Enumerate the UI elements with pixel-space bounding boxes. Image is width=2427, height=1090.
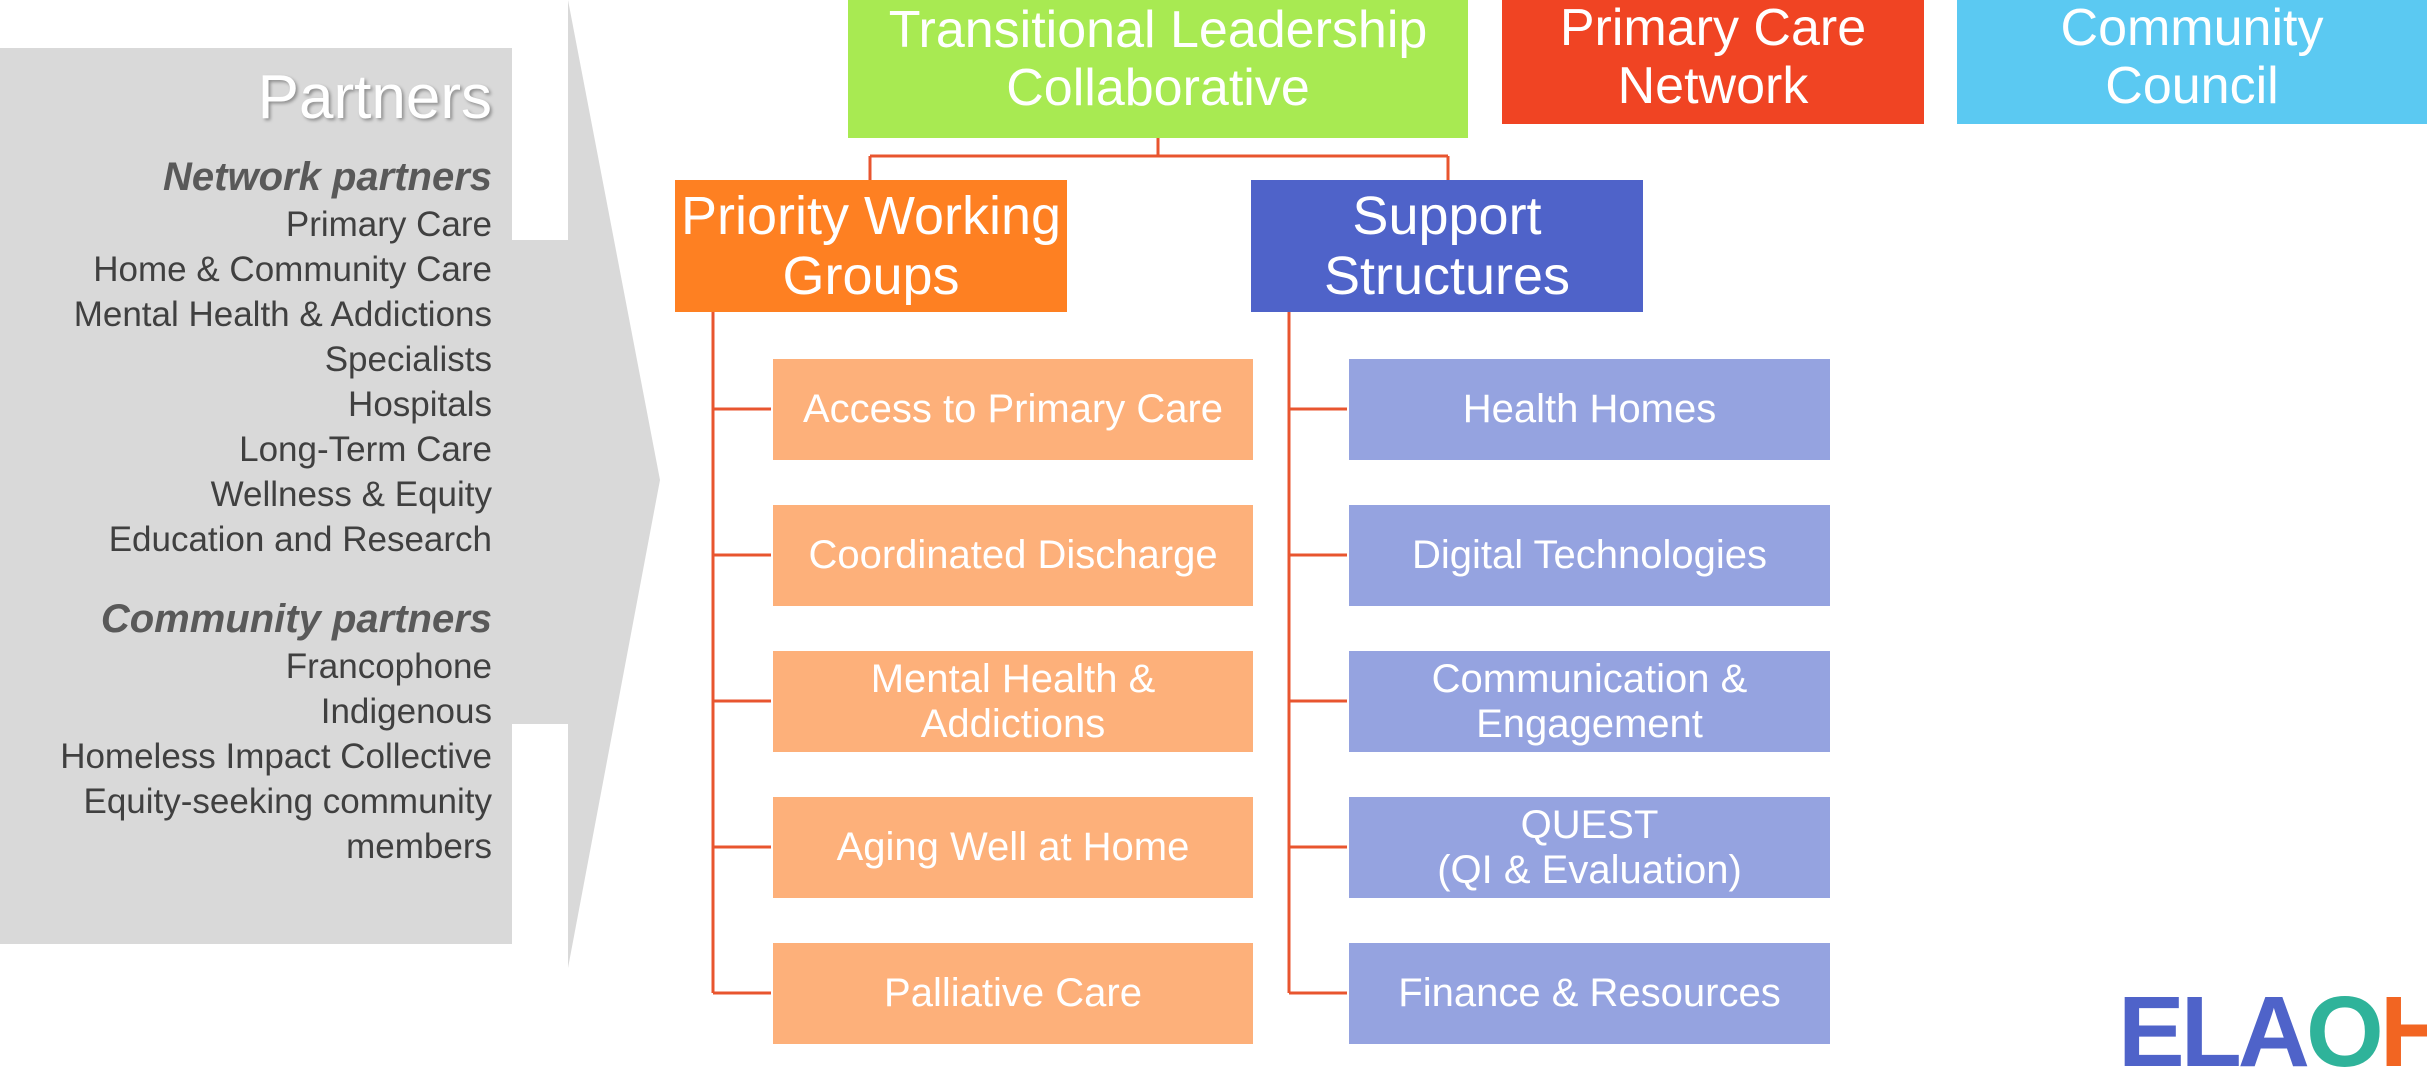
partner-item: Long-Term Care — [239, 430, 492, 469]
pwg-title-line-1: Priority Working — [680, 185, 1062, 246]
support-item-label: (QI & Evaluation) — [1437, 847, 1742, 892]
partner-item: Education and Research — [108, 520, 492, 559]
logo-letter: O — [2306, 976, 2384, 1088]
support-item-digital-technologies: Digital Technologies — [1349, 505, 1830, 606]
network-partners-header: Network partners — [163, 155, 492, 199]
partner-item: Primary Care — [285, 205, 492, 244]
pwg-item-label: Addictions — [920, 701, 1106, 746]
tlc-line-1: Transitional Leadership — [888, 0, 1428, 59]
pwg-item-label: Aging Well at Home — [836, 825, 1190, 870]
logo-letter: L — [2180, 976, 2242, 1088]
pwg-item-label: Palliative Care — [884, 971, 1142, 1016]
community-partners-list: Community partners Francophone Indigenou… — [60, 594, 492, 869]
partner-item: Home & Community Care — [93, 250, 492, 289]
support-title-line-2: Structures — [1323, 246, 1571, 306]
support-item-label: Health Homes — [1462, 387, 1717, 432]
support-item-communication-engagement: Communication &Engagement — [1349, 651, 1830, 752]
support-item-label: QUEST — [1520, 802, 1659, 847]
logo-letter: E — [2118, 976, 2185, 1088]
support-item-label: Digital Technologies — [1411, 533, 1768, 578]
council-line-2: Council — [2105, 57, 2279, 115]
pwg-item-access-primary-care: Access to Primary Care — [773, 359, 1253, 460]
partner-item: Homeless Impact Collective — [60, 737, 492, 776]
partners-arrow — [0, 0, 660, 968]
partner-item: Mental Health & Addictions — [73, 295, 492, 334]
support-item-label: Finance & Resources — [1398, 971, 1781, 1016]
partner-item: Francophone — [285, 647, 492, 686]
support-item-label: Communication & — [1431, 656, 1748, 701]
elaoht-logo: ELAOHT — [2118, 975, 2427, 1090]
council-line-1: Community — [2060, 0, 2324, 57]
support-item-label: Engagement — [1476, 701, 1703, 746]
partner-item: members — [346, 827, 492, 866]
partner-item: Indigenous — [320, 692, 492, 731]
pwg-title-line-2: Groups — [782, 246, 960, 306]
pwg-item-palliative-care: Palliative Care — [773, 943, 1253, 1044]
network-partners-list: Network partners Primary Care Home & Com… — [74, 152, 492, 562]
partners-title: Partners — [257, 63, 492, 132]
partner-item: Equity-seeking community — [83, 782, 493, 821]
pwg-item-aging-well-at-home: Aging Well at Home — [773, 797, 1253, 898]
pwg-item-mental-health-addictions: Mental Health &Addictions — [773, 651, 1253, 752]
tlc-line-2: Collaborative — [1006, 59, 1310, 117]
logo-letter: A — [2237, 976, 2310, 1088]
logo-letter: H — [2379, 976, 2427, 1088]
support-item-quest: QUEST(QI & Evaluation) — [1349, 797, 1830, 898]
pwg-item-label: Coordinated Discharge — [808, 533, 1218, 578]
pwg-item-coordinated-discharge: Coordinated Discharge — [773, 505, 1253, 606]
support-item-finance-resources: Finance & Resources — [1349, 943, 1830, 1044]
support-item-health-homes: Health Homes — [1349, 359, 1830, 460]
pcn-line-1: Primary Care — [1559, 0, 1867, 57]
pwg-item-label: Mental Health & — [870, 656, 1156, 701]
partner-item: Specialists — [324, 340, 492, 379]
pcn-line-2: Network — [1617, 57, 1809, 115]
support-title-line-1: Support — [1352, 185, 1542, 246]
connector-lines — [711, 138, 1450, 995]
community-partners-header: Community partners — [100, 597, 492, 641]
partner-item: Wellness & Equity — [210, 475, 492, 514]
pwg-item-label: Access to Primary Care — [802, 387, 1224, 432]
partner-item: Hospitals — [348, 385, 492, 424]
